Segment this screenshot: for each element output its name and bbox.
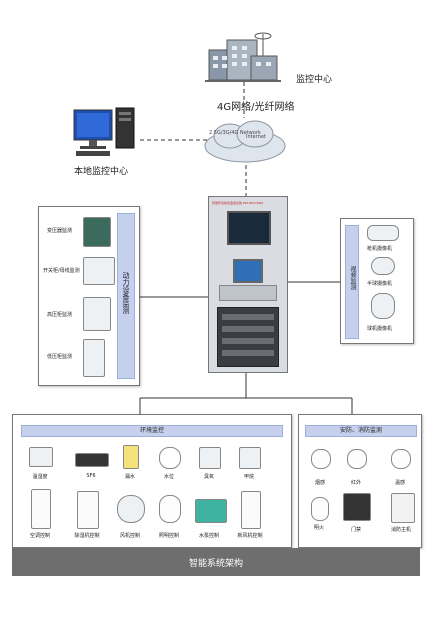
high-voltage-cabinet-icon [83,297,111,331]
security-row2-label-1: 明火 [313,525,324,531]
env-row2-label-1: 空调控制 [29,533,50,539]
cabinet-header: 智能环境综合监控系统 DM-IPCT/SSM [212,201,263,205]
env-panel-title-band: 环境监控 [21,425,283,437]
security-row2-label-2: 门禁 [350,527,361,533]
environment-panel: 环境监控 温湿度 SF6 漏水 水位 臭氧 甲烷 空调控制 除湿机控制 风机控制… [12,414,292,548]
flame-detector-icon [311,497,329,521]
computer-icon [72,106,138,158]
fresh-air-unit-icon [241,491,261,529]
env-row2-label-2: 除湿机控制 [74,533,100,539]
power-item-1-label: 变压器监测 [47,228,73,234]
env-row1-label-3: 漏水 [124,474,135,480]
cabinet-touch-panel [233,259,263,283]
switchgear-icon [83,257,115,285]
light-bulb-icon [159,495,181,523]
power-equipment-panel: 动力设备监测 变压器监测 开关柜/母线监测 高压柜监测 低压柜监测 [38,206,140,386]
env-row1-label-2: SF6 [86,473,96,479]
env-row1-label-6: 甲烷 [243,474,254,480]
heat-detector-icon [391,449,411,469]
cabinet-monitor-screen [227,211,271,245]
cloud-internet-label: Internet [246,134,266,140]
security-fire-panel: 安防、消防监测 烟感 红外 温感 明火 门禁 消防主机 [298,414,422,548]
video-item-1-label: 枪机摄像机 [367,246,393,252]
transformer-icon [83,217,111,247]
security-row1-label-3: 温感 [394,480,405,486]
power-panel-title-band: 动力设备监测 [117,213,135,379]
network-label: 4G网络/光纤网络 [217,102,295,113]
env-row1-label-4: 水位 [163,474,174,480]
cabinet-module-row [219,285,277,301]
water-level-sensor-icon [159,447,181,469]
security-row2-label-3: 消防主机 [390,527,411,533]
security-row1-label-2: 红外 [350,480,361,486]
video-monitoring-panel: 视频监测 枪机摄像机 半球摄像机 球机摄像机 [340,218,414,344]
env-row2-label-4: 照明控制 [158,533,179,539]
video-panel-title-band: 视频监测 [345,225,359,339]
temp-humidity-sensor-icon [29,447,53,467]
methane-sensor-icon [239,447,261,469]
video-item-3-label: 球机摄像机 [367,326,393,332]
air-conditioner-icon [31,489,51,529]
ptz-camera-icon [371,293,395,319]
video-panel-title: 视频监测 [349,266,356,290]
power-panel-title: 动力设备监测 [122,272,130,314]
security-panel-title: 安防、消防监测 [339,427,382,434]
cloud-icon [200,116,290,166]
footer-label: 智能系统架构 [188,558,243,569]
footer-bar: 智能系统架构 [12,548,420,576]
fan-icon [117,495,145,523]
dehumidifier-icon [77,491,99,529]
env-row2-label-6: 新风机控制 [237,533,263,539]
smoke-detector-icon [311,449,331,469]
fire-alarm-host-icon [391,493,415,523]
cloud-network-label: 2.5G/3G/4G Network [209,130,261,136]
monitoring-cabinet: 智能环境综合监控系统 DM-IPCT/SSM [208,196,288,373]
power-item-2-label: 开关柜/母线监测 [43,268,80,274]
access-control-icon [343,493,371,521]
security-panel-title-band: 安防、消防监测 [305,425,417,437]
bullet-camera-icon [367,225,399,241]
env-row1-label-1: 温湿度 [32,474,48,480]
env-row1-label-5: 臭氧 [203,474,214,480]
env-row2-label-3: 风机控制 [119,533,140,539]
water-leak-sensor-icon [123,445,139,469]
power-item-4-label: 低压柜监测 [47,354,73,360]
cabinet-equipment-area [217,307,279,367]
dome-camera-icon [371,257,395,275]
low-voltage-cabinet-icon [83,339,105,377]
monitoring-center-building-icon [205,30,281,82]
env-panel-title: 环境监控 [139,427,164,434]
water-pump-icon [195,499,227,523]
security-row1-label-1: 烟感 [314,480,325,486]
video-item-2-label: 半球摄像机 [367,281,393,287]
ozone-sensor-icon [199,447,221,469]
monitoring-center-label: 监控中心 [296,75,333,85]
env-row2-label-5: 水泵控制 [198,533,219,539]
local-center-label: 本地监控中心 [74,167,129,177]
infrared-sensor-icon [347,449,367,469]
power-item-3-label: 高压柜监测 [47,312,73,318]
sf6-sensor-icon [75,453,109,467]
